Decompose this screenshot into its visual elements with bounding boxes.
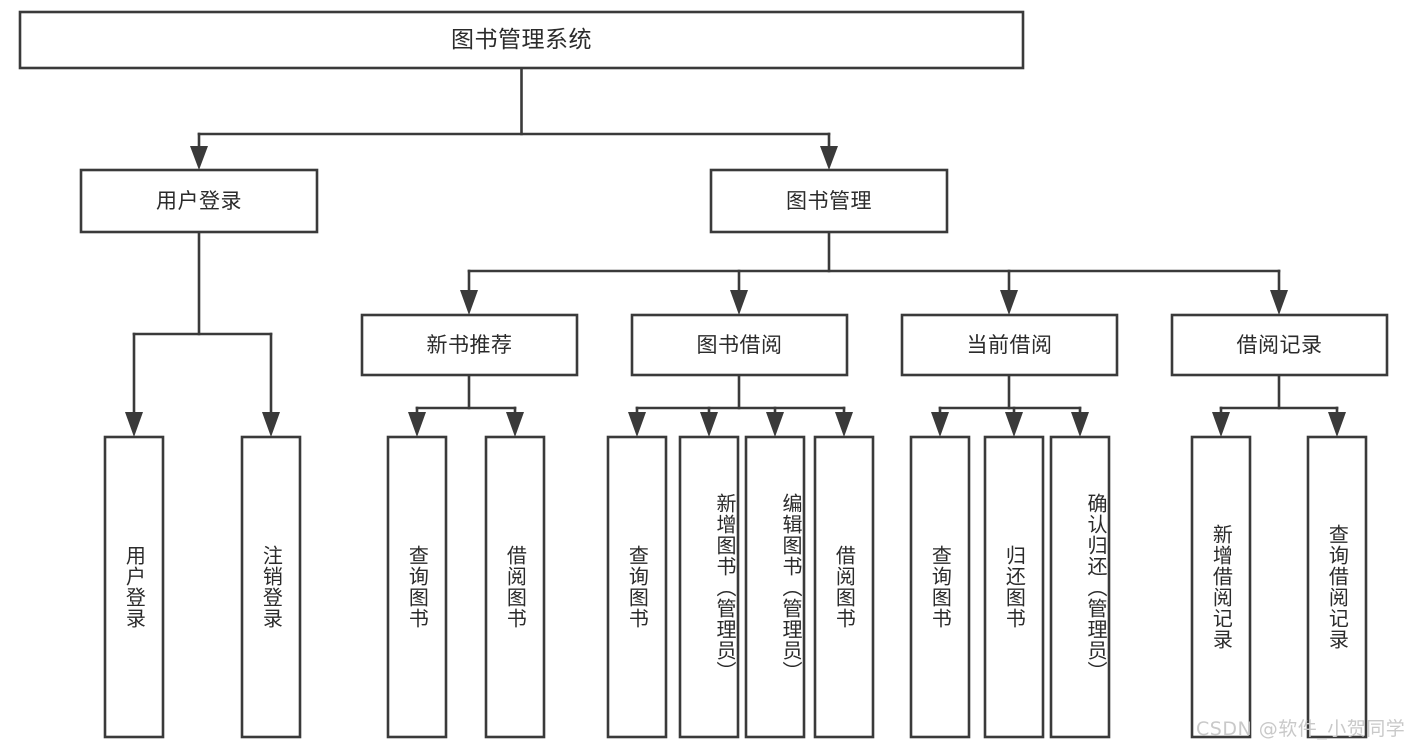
- node-box-leaf-query-book-3[interactable]: [909, 435, 971, 739]
- arrow-head-user-login: [190, 146, 208, 170]
- node-box-leaf-query-book-1[interactable]: [386, 435, 448, 739]
- node-box-leaf-user-login[interactable]: [103, 435, 165, 739]
- connector-group-new-book-recommend: [408, 373, 524, 437]
- connector-group-root: [190, 66, 838, 170]
- node-box-root[interactable]: [18, 10, 1025, 70]
- arrow-head-borrow-record: [1270, 290, 1288, 315]
- node-box-user-login[interactable]: [79, 168, 319, 234]
- node-box-new-book-recommend[interactable]: [360, 313, 579, 377]
- node-box-book-manage[interactable]: [709, 168, 949, 234]
- arrow-head-leaf-query-book-1: [408, 412, 426, 437]
- arrow-head-leaf-query-book-2: [628, 412, 646, 437]
- connector-group-book-manage: [460, 230, 1288, 315]
- arrow-head-current-borrow: [1000, 290, 1018, 315]
- arrow-head-leaf-edit-book: [766, 412, 784, 437]
- node-box-leaf-add-borrow-record[interactable]: [1190, 435, 1252, 739]
- node-box-leaf-confirm-return[interactable]: [1049, 435, 1111, 739]
- arrow-head-leaf-add-book: [700, 412, 718, 437]
- arrow-head-leaf-return-book: [1005, 412, 1023, 437]
- node-box-leaf-borrow-book-2[interactable]: [813, 435, 875, 739]
- arrow-head-leaf-query-borrow-record: [1328, 412, 1346, 437]
- node-box-leaf-edit-book[interactable]: [744, 435, 806, 739]
- arrow-head-leaf-user-logout: [262, 412, 280, 437]
- arrow-head-leaf-confirm-return: [1071, 412, 1089, 437]
- arrow-head-new-book-recommend: [460, 290, 478, 315]
- node-box-leaf-return-book[interactable]: [983, 435, 1045, 739]
- node-box-book-borrow[interactable]: [630, 313, 849, 377]
- arrow-head-leaf-borrow-book-2: [835, 412, 853, 437]
- arrow-head-leaf-add-borrow-record: [1212, 412, 1230, 437]
- arrow-head-leaf-user-login: [125, 412, 143, 437]
- arrow-head-book-manage: [820, 146, 838, 170]
- node-box-leaf-query-borrow-record[interactable]: [1306, 435, 1368, 739]
- connector-group-user-login: [125, 230, 280, 437]
- arrow-head-book-borrow: [730, 290, 748, 315]
- connector-group-current-borrow: [931, 373, 1089, 437]
- node-box-leaf-query-book-2[interactable]: [606, 435, 668, 739]
- node-box-leaf-user-logout[interactable]: [240, 435, 302, 739]
- arrow-head-leaf-borrow-book-1: [506, 412, 524, 437]
- node-box-leaf-add-book[interactable]: [678, 435, 740, 739]
- arrow-head-leaf-query-book-3: [931, 412, 949, 437]
- connector-group-book-borrow: [628, 373, 853, 437]
- node-box-leaf-borrow-book-1[interactable]: [484, 435, 546, 739]
- connector-group-borrow-record: [1212, 373, 1346, 437]
- node-box-borrow-record[interactable]: [1170, 313, 1389, 377]
- node-box-current-borrow[interactable]: [900, 313, 1119, 377]
